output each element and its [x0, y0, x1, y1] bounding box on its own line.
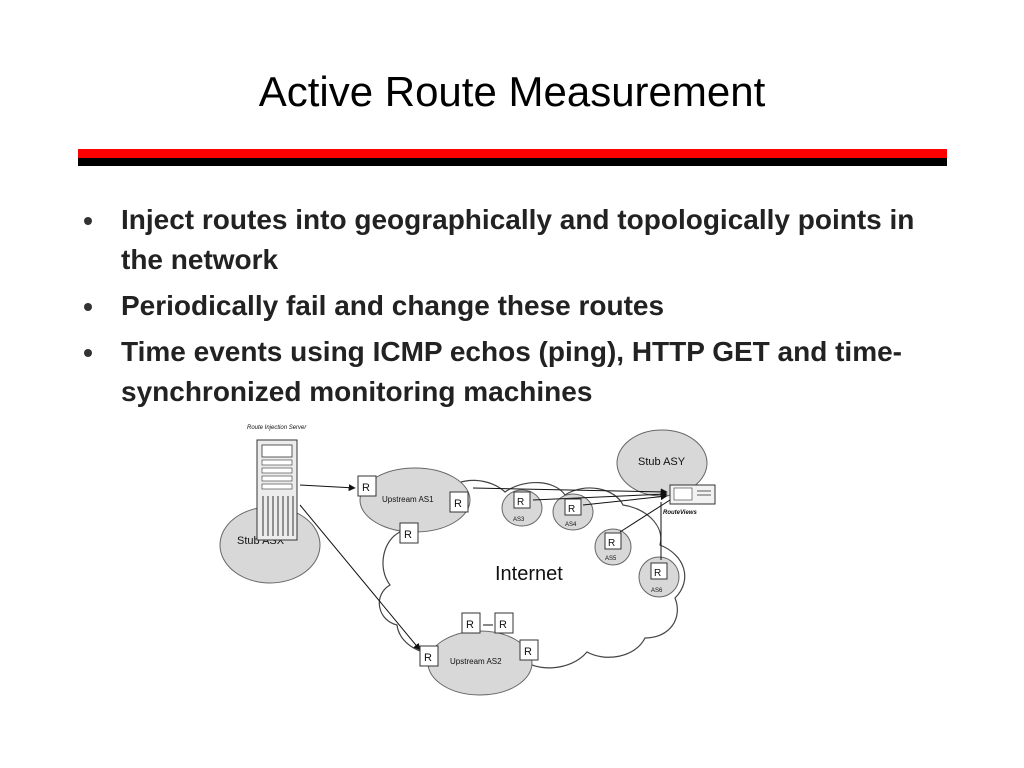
bullet-dot-icon: [84, 217, 92, 225]
internet-label: Internet: [495, 563, 563, 585]
as5-label: AS5: [605, 556, 617, 562]
router-as3: R: [513, 491, 531, 509]
as3-label: AS3: [513, 517, 525, 523]
link-as3-routeviews: [532, 490, 668, 501]
slide-title: Active Route Measurement: [258, 68, 766, 115]
bullet-item: Inject routes into geographically and to…: [78, 200, 948, 280]
link-server-as2: [299, 504, 421, 651]
router-as2-a: R: [461, 612, 481, 634]
server-icon: [256, 439, 298, 541]
as4-label: AS4: [565, 522, 577, 528]
server-label: Route Injection Server: [247, 425, 307, 431]
router-as1-c: R: [399, 522, 419, 544]
link-server-as1: [299, 484, 356, 492]
routeviews-label: RouteViews: [663, 510, 697, 516]
link-as1-routeviews: [472, 487, 668, 496]
router-as2-c: R: [419, 645, 439, 667]
bullet-list: Inject routes into geographically and to…: [78, 200, 948, 418]
bullet-text: Inject routes into geographically and to…: [121, 204, 915, 275]
bullet-text: Periodically fail and change these route…: [121, 290, 665, 321]
router-letter: R: [517, 497, 524, 508]
router-as1-a: R: [357, 475, 377, 497]
routeviews-computer-icon: [669, 484, 716, 505]
upstream-as2-label: Upstream AS2: [450, 657, 502, 666]
link-as4-routeviews: [582, 493, 668, 506]
title-rule-black: [78, 158, 947, 166]
bullet-dot-icon: [84, 349, 92, 357]
title-rule-red: [78, 149, 947, 158]
network-diagram: Stub ASX Route Injection Server Upstream…: [219, 425, 716, 696]
bullet-item: Periodically fail and change these route…: [78, 286, 948, 326]
router-as2-b: R: [494, 612, 514, 634]
link-as5-routeviews: [619, 499, 671, 533]
router-as4: R: [564, 498, 582, 516]
router-letter: R: [424, 652, 432, 664]
router-as2-d: R: [519, 639, 539, 661]
router-letter: R: [568, 504, 575, 515]
upstream-as1-label: Upstream AS1: [382, 495, 434, 504]
as6-label: AS6: [651, 588, 663, 594]
router-as1-b: R: [449, 491, 469, 513]
router-letter: R: [654, 568, 661, 579]
router-letter: R: [466, 619, 474, 631]
bullet-dot-icon: [84, 303, 92, 311]
bullet-item: Time events using ICMP echos (ping), HTT…: [78, 332, 948, 412]
router-letter: R: [608, 538, 615, 549]
internet-cloud: [378, 479, 686, 669]
router-as5: R: [604, 532, 622, 550]
bullet-text: Time events using ICMP echos (ping), HTT…: [121, 336, 903, 407]
router-letter: R: [499, 619, 507, 631]
router-letter: R: [524, 646, 532, 658]
stub-asy-label: Stub ASY: [638, 456, 686, 468]
router-as6: R: [650, 562, 668, 580]
router-letter: R: [404, 529, 412, 541]
router-letter: R: [454, 498, 462, 510]
router-letter: R: [362, 482, 370, 494]
